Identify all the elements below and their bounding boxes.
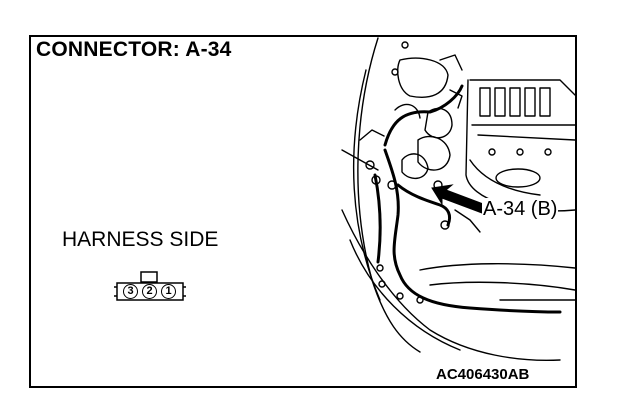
connector-pin: 2 — [142, 284, 157, 299]
connector-callout-label: A-34 (B) — [482, 198, 559, 221]
figure-code: AC406430AB — [436, 366, 530, 383]
connector-pin: 3 — [123, 284, 138, 299]
connector-title: CONNECTOR: A-34 — [36, 38, 232, 61]
harness-side-label: HARNESS SIDE — [62, 228, 219, 251]
connector-pin: 1 — [161, 284, 176, 299]
